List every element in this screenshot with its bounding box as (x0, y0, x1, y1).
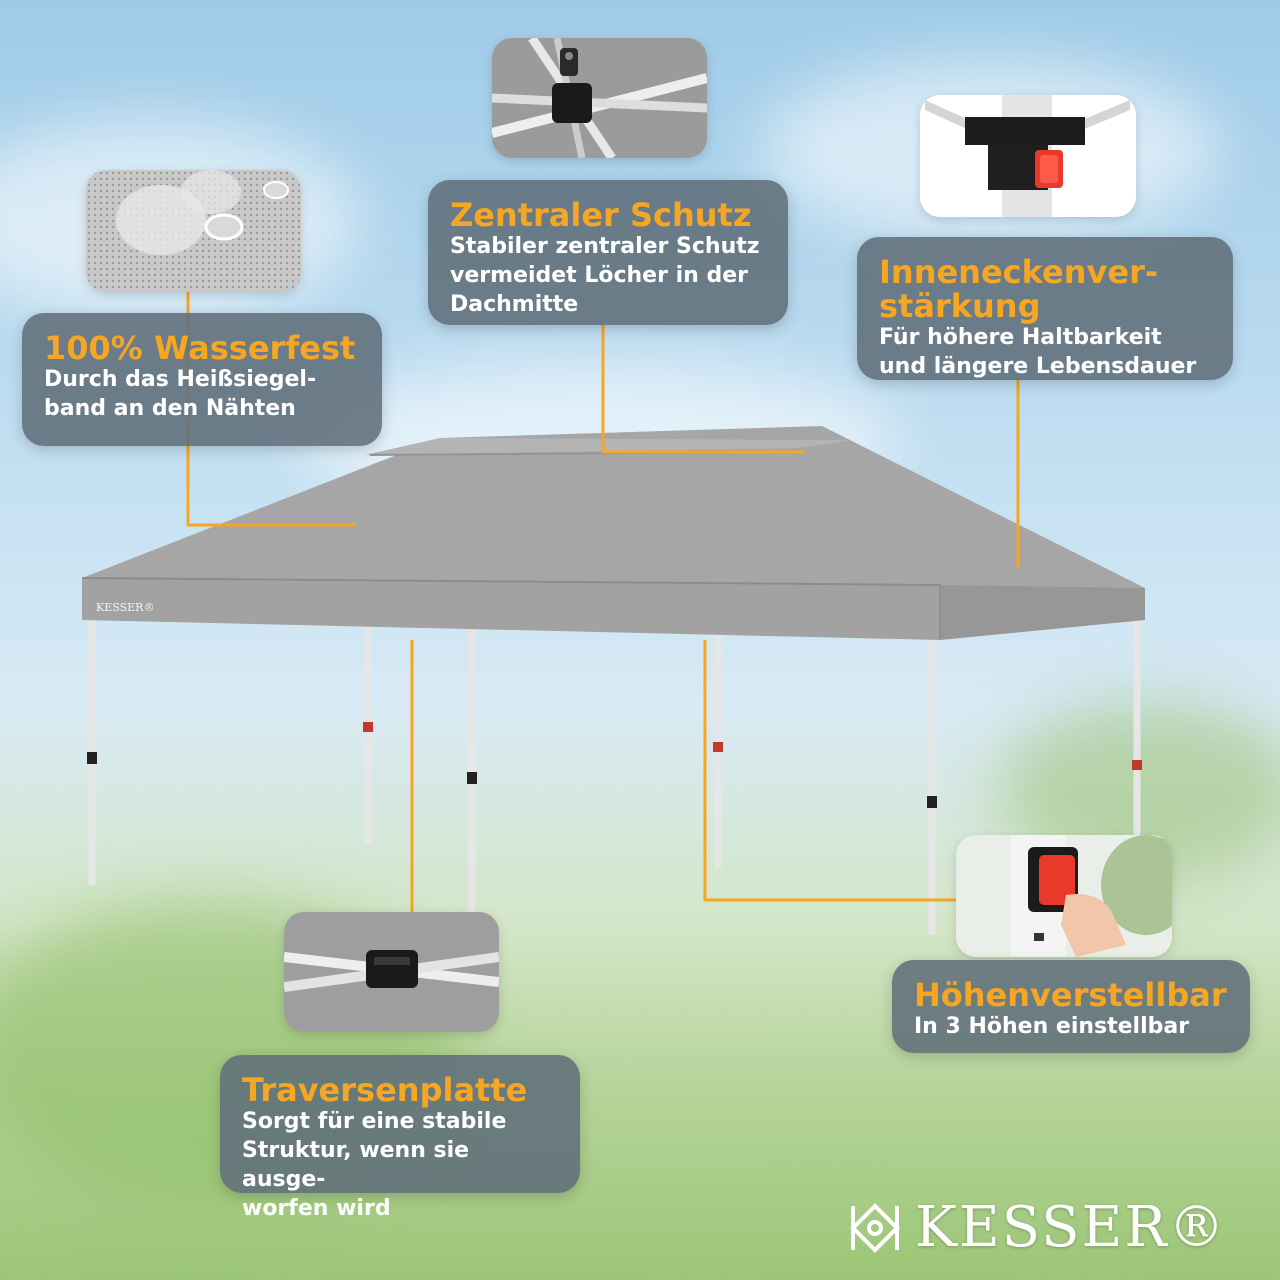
corner-bracket-icon (920, 95, 1136, 217)
callout-title: Traversenplatte (242, 1071, 528, 1109)
height-lock-button-icon (956, 835, 1172, 957)
kesser-logo-icon (850, 1202, 900, 1253)
canopy-valance-side (940, 585, 1145, 640)
callout-height-adjustable: Höhenverstellbar In 3 Höhen einstellbar (892, 960, 1250, 1053)
callout-title: Zentraler Schutz (450, 196, 752, 234)
brand-logo: KESSER® (845, 1195, 1227, 1260)
leader-lines (186, 292, 1020, 915)
callout-corner-reinforcement: Inneneckenver- stärkung Für höhere Haltb… (857, 237, 1233, 380)
callout-desc: Für höhere Haltbarkeit und längere Leben… (879, 325, 1197, 379)
callout-waterproof: 100% Wasserfest Durch das Heißsiegel- ba… (22, 313, 382, 446)
callout-desc: Durch das Heißsiegel- band an den Nähten (44, 367, 317, 421)
callout-desc: In 3 Höhen einstellbar (914, 1014, 1190, 1039)
callout-title: Höhenverstellbar (914, 976, 1227, 1014)
callout-desc: Sorgt für eine stabile Struktur, wenn si… (242, 1109, 507, 1221)
canopy-roof (82, 426, 1145, 588)
canopy-valance-front (82, 578, 940, 640)
canopy-brand-label: KESSER® (96, 601, 154, 614)
callout-title: 100% Wasserfest (44, 329, 356, 367)
callout-desc: Stabiler zentraler Schutz vermeidet Löch… (450, 234, 760, 317)
callout-title: Inneneckenver- stärkung (879, 253, 1159, 325)
canopy-roof-peak (365, 438, 850, 455)
water-droplet-icon (86, 170, 301, 292)
callout-central-protection: Zentraler Schutz Stabiler zentraler Schu… (428, 180, 788, 325)
brand-name: KESSER® (915, 1195, 1227, 1260)
central-joint-icon (492, 38, 707, 158)
truss-connector-icon (284, 912, 499, 1032)
leg-lock-buttons (87, 722, 1142, 808)
callout-truss-plate: Traversenplatte Sorgt für eine stabile S… (220, 1055, 580, 1221)
